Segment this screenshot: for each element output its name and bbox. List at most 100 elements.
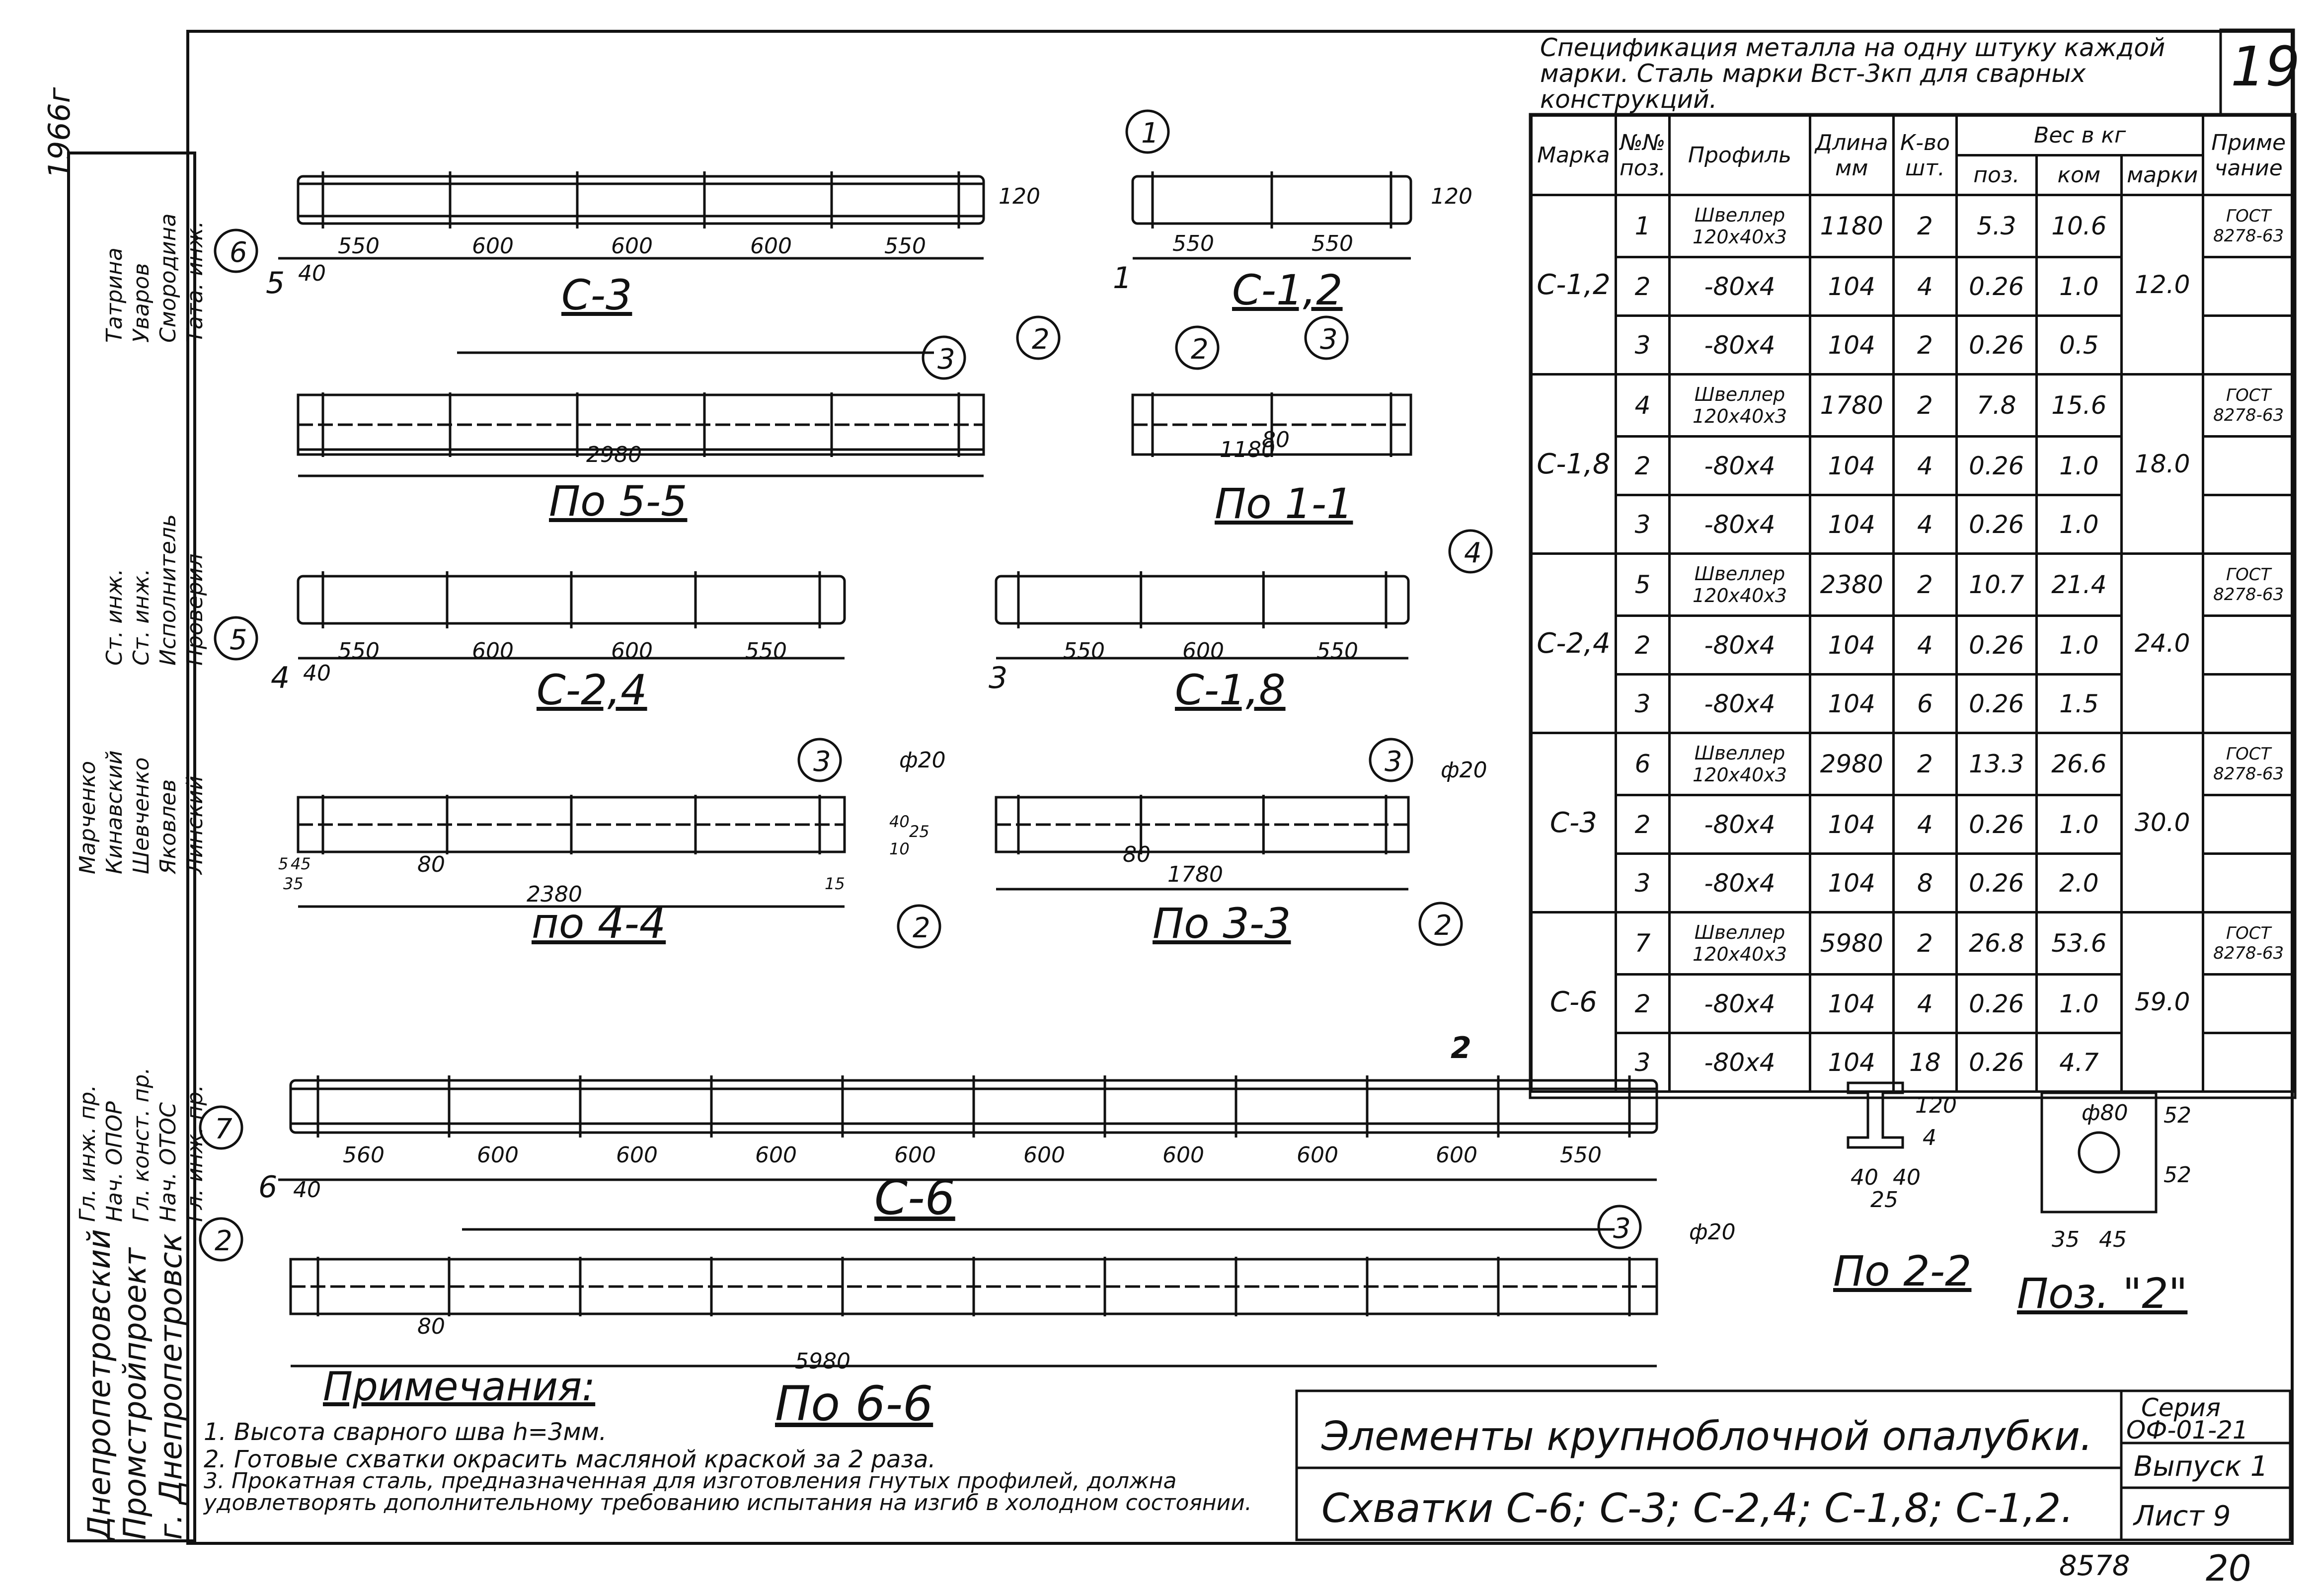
spec-qty: 2	[1892, 732, 1958, 796]
spec-weight-mark: 59.0	[2120, 911, 2205, 1093]
dim-p44-mid: 80	[417, 852, 445, 877]
label-p33: По 3-3	[1153, 899, 1291, 948]
section-mark-1: 1	[1113, 261, 1132, 296]
spec-qty: 2	[1892, 314, 1958, 376]
dim-c12-2: 550	[1312, 231, 1353, 256]
spec-length: 1780	[1808, 373, 1895, 438]
spec-weight-pos: 5.3	[1955, 194, 2038, 258]
dim-c24-end: 40	[303, 661, 331, 686]
dim-p22-2: 25	[1870, 1187, 1898, 1213]
dim-p66-length: 5980	[795, 1349, 850, 1374]
spec-pos: 2	[1614, 794, 1671, 855]
dim-p11-mid: 80	[1262, 427, 1290, 453]
spec-pos: 3	[1614, 1032, 1671, 1093]
hdr-length: Длина мм	[1808, 114, 1895, 196]
callout-pos-2e: 2	[215, 1225, 232, 1257]
spec-note	[2202, 614, 2295, 676]
notes-title: Примечания:	[323, 1364, 596, 1410]
spec-pos: 2	[1614, 614, 1671, 676]
spec-length: 104	[1808, 673, 1895, 734]
dim-p66-hole: ф20	[1689, 1219, 1736, 1245]
spec-note	[2202, 794, 2295, 855]
spec-pos: 2	[1614, 256, 1671, 317]
spec-weight-pos: 0.26	[1955, 494, 2038, 555]
label-c24: С-2,4	[537, 666, 647, 714]
dim-c6-7: 600	[1162, 1142, 1204, 1168]
dim-c24-1: 550	[338, 638, 380, 664]
spec-profile: -80х4	[1668, 852, 1811, 913]
dim-p22-1: 40	[1851, 1165, 1878, 1190]
dim-c6-9: 600	[1436, 1142, 1477, 1168]
dim-poz2-side1: 52	[2163, 1103, 2191, 1128]
spec-profile: Швеллер 120х40х3	[1668, 732, 1811, 796]
spec-length: 104	[1808, 614, 1895, 676]
dim-p44-hole: ф20	[899, 748, 946, 773]
title-main: Элементы крупноблочной опалубки.	[1321, 1413, 2093, 1459]
bottom-number-left: 8578	[2059, 1550, 2130, 1582]
dim-c12-1: 550	[1172, 231, 1214, 256]
spec-length: 104	[1808, 314, 1895, 376]
section-mark-5: 5	[266, 266, 285, 301]
spec-qty: 4	[1892, 794, 1958, 855]
dim-poz2-side2: 52	[2163, 1162, 2191, 1188]
callout-pos-2a: 2	[1032, 323, 1050, 356]
spec-mark: С-1,8	[1530, 373, 1617, 555]
spec-note: ГОСТ 8278-63	[2202, 732, 2295, 796]
spec-length: 104	[1808, 256, 1895, 317]
spec-note	[2202, 852, 2295, 913]
dim-p33-length: 1780	[1167, 862, 1223, 887]
spec-weight-comp: 26.6	[2035, 732, 2123, 796]
dim-c3-end: 40	[298, 261, 326, 286]
spec-weight-comp: 1.0	[2035, 973, 2123, 1034]
hdr-note: Приме чание	[2202, 114, 2295, 196]
hdr-qty: К-во шт.	[1892, 114, 1958, 196]
callout-pos-4: 4	[1464, 537, 1482, 569]
spec-length: 104	[1808, 494, 1895, 555]
spec-weight-pos: 10.7	[1955, 552, 2038, 617]
spec-mark: С-6	[1530, 911, 1617, 1093]
title-sub: Схватки С-6; С-3; С-2,4; С-1,8; С-1,2.	[1321, 1485, 2074, 1531]
series-value: ОФ-01-21	[2126, 1416, 2248, 1444]
spec-length: 5980	[1808, 911, 1895, 976]
spec-weight-comp: 21.4	[2035, 552, 2123, 617]
spec-qty: 4	[1892, 494, 1958, 555]
spec-qty: 2	[1892, 911, 1958, 976]
spec-weight-pos: 26.8	[1955, 911, 2038, 976]
dim-c18-2: 600	[1182, 638, 1224, 664]
dim-p22-thick: 4	[1923, 1125, 1936, 1150]
spec-weight-comp: 2.0	[2035, 852, 2123, 913]
spec-profile: -80х4	[1668, 673, 1811, 734]
spec-length: 104	[1808, 435, 1895, 496]
spec-pos: 3	[1614, 852, 1671, 913]
side-stamp: Днепропетровский Промстройпроект г. Днеп…	[27, 30, 208, 1545]
spec-pos: 1	[1614, 194, 1671, 258]
series-label: Серия	[2141, 1393, 2221, 1422]
spec-weight-pos: 7.8	[1955, 373, 2038, 438]
spec-profile: Швеллер 120х40х3	[1668, 373, 1811, 438]
callout-pos-2d: 2	[1434, 910, 1452, 942]
spec-weight-comp: 1.0	[2035, 256, 2123, 317]
spec-note	[2202, 314, 2295, 376]
spec-weight-mark: 24.0	[2120, 552, 2205, 734]
spec-qty: 6	[1892, 673, 1958, 734]
spec-pos: 2	[1614, 973, 1671, 1034]
dim-c3-5: 550	[884, 233, 926, 259]
dim-poz2-1: 35	[2052, 1227, 2080, 1252]
spec-weight-comp: 10.6	[2035, 194, 2123, 258]
label-c3: С-3	[561, 271, 632, 319]
spec-weight-comp: 53.6	[2035, 911, 2123, 976]
hdr-w-comp: ком	[2035, 154, 2123, 196]
dim-c6-3: 600	[616, 1142, 658, 1168]
spec-profile: -80х4	[1668, 256, 1811, 317]
dim-c6-8: 600	[1297, 1142, 1338, 1168]
spec-note	[2202, 256, 2295, 317]
callout-pos-5: 5	[230, 624, 247, 656]
dim-p33-hole: ф20	[1441, 758, 1487, 783]
